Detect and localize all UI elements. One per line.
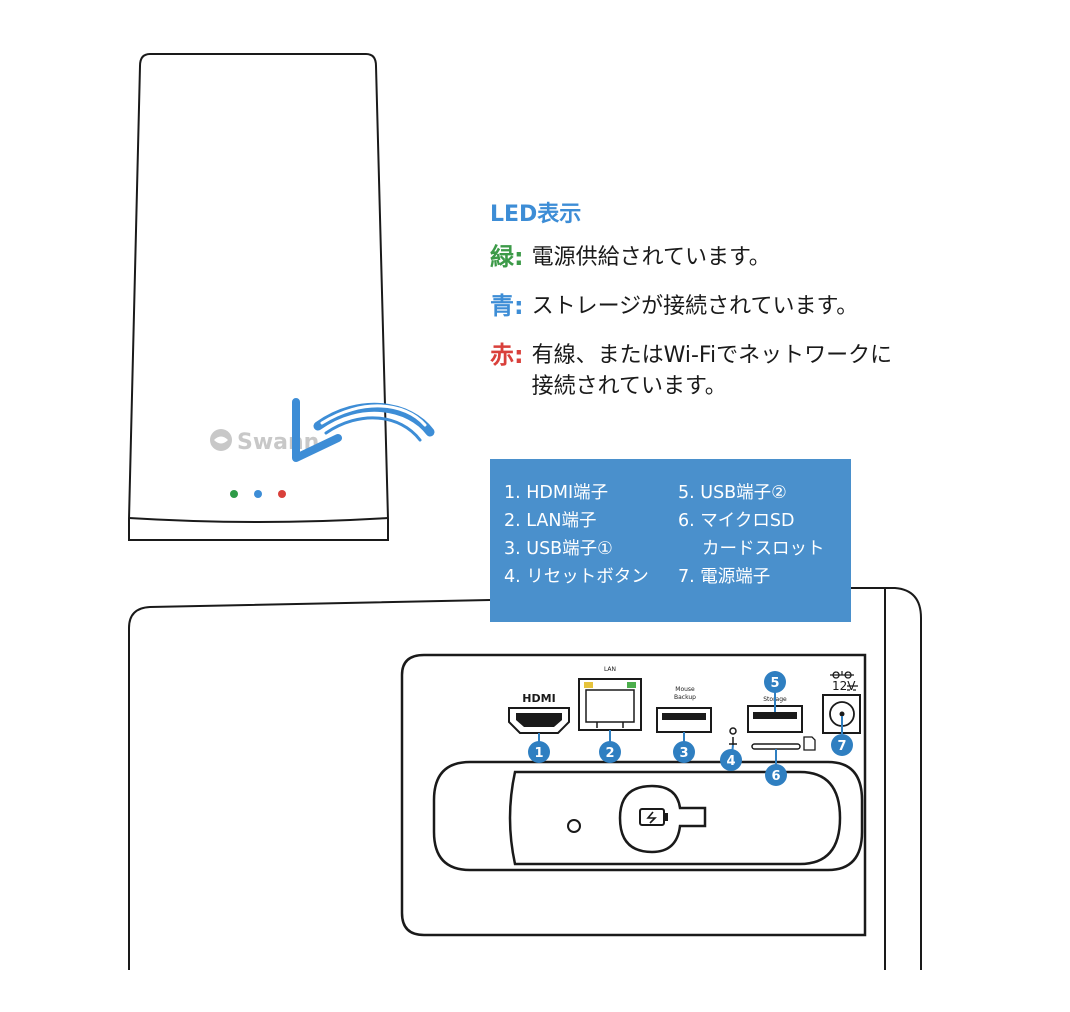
marker-1 — [528, 741, 550, 763]
led-key-green: 緑: — [490, 243, 524, 271]
led-indicators — [230, 490, 286, 498]
battery-icon — [639, 808, 668, 826]
device-front — [128, 53, 389, 541]
svg-text:2: 2 — [605, 746, 614, 761]
svg-text:LAN: LAN — [604, 666, 616, 673]
led-row-green: 緑: 電源供給されています。 — [490, 242, 1010, 273]
port-item-5: 5. USB端子② — [678, 483, 787, 503]
led-text-red-line1: 有線、またはWi-Fiでネットワークに — [531, 343, 893, 368]
port-item-2: 2. LAN端子 — [504, 511, 597, 531]
svg-text:1: 1 — [534, 746, 543, 761]
marker-7 — [831, 734, 853, 756]
led-row-red: 赤: 有線、またはWi-Fiでネットワークに 接続されています。 — [490, 340, 1010, 402]
ports-legend-right: 5. USB端子② 6. マイクロSD カードスロット 7. 電源端子 — [678, 479, 825, 591]
usb-port-1: Mouse Backup — [656, 686, 712, 733]
svg-text:HDMI: HDMI — [522, 692, 555, 705]
lan-port: LAN — [578, 666, 642, 731]
led-legend-title: LED表示 — [490, 202, 582, 227]
svg-text:Mouse: Mouse — [675, 686, 695, 693]
hdmi-port: HDMI — [508, 692, 570, 734]
svg-text:5: 5 — [770, 676, 779, 691]
led-text-blue: ストレージが接続されています。 — [531, 294, 859, 319]
port-item-1: 1. HDMI端子 — [504, 483, 609, 503]
led-text-green: 電源供給されています。 — [531, 245, 771, 270]
led-legend: LED表示 緑: 電源供給されています。 青: ストレージが接続されています。 … — [490, 196, 1010, 420]
svg-text:Backup: Backup — [674, 694, 696, 701]
led-text-red: 有線、またはWi-Fiでネットワークに 接続されています。 — [532, 340, 893, 402]
port-item-3: 3. USB端子① — [504, 539, 613, 559]
port-item-4: 4. リセットボタン — [504, 567, 649, 587]
ports-legend-left: 1. HDMI端子 2. LAN端子 3. USB端子① 4. リセットボタン — [504, 479, 649, 591]
svg-text:3: 3 — [679, 746, 688, 761]
svg-text:7: 7 — [837, 739, 846, 754]
led-row-blue: 青: ストレージが接続されています。 — [490, 291, 1010, 322]
port-item-6-cont: カードスロット — [702, 539, 825, 559]
led-text-red-line2: 接続されています。 — [531, 374, 727, 399]
led-pointer-arrow — [292, 398, 435, 462]
device-back — [128, 587, 922, 970]
marker-3 — [673, 741, 695, 763]
port-markers: 1 2 3 4 5 6 7 — [528, 671, 853, 786]
marker-4 — [720, 749, 742, 771]
port-item-6: 6. マイクロSD — [678, 511, 795, 531]
marker-6 — [765, 764, 787, 786]
led-blue — [254, 490, 262, 498]
led-key-red: 赤: — [490, 341, 524, 369]
svg-text:4: 4 — [726, 754, 735, 769]
led-green — [230, 490, 238, 498]
led-key-blue: 青: — [490, 292, 524, 320]
svg-text:6: 6 — [771, 769, 780, 784]
ports-legend-box: 1. HDMI端子 2. LAN端子 3. USB端子① 4. リセットボタン … — [490, 459, 851, 622]
led-red — [278, 490, 286, 498]
svg-text:12V: 12V — [832, 679, 856, 693]
marker-5 — [764, 671, 786, 693]
reset-button — [729, 727, 737, 745]
marker-2 — [599, 741, 621, 763]
port-item-7: 7. 電源端子 — [678, 567, 771, 587]
microsd-slot — [751, 736, 816, 751]
